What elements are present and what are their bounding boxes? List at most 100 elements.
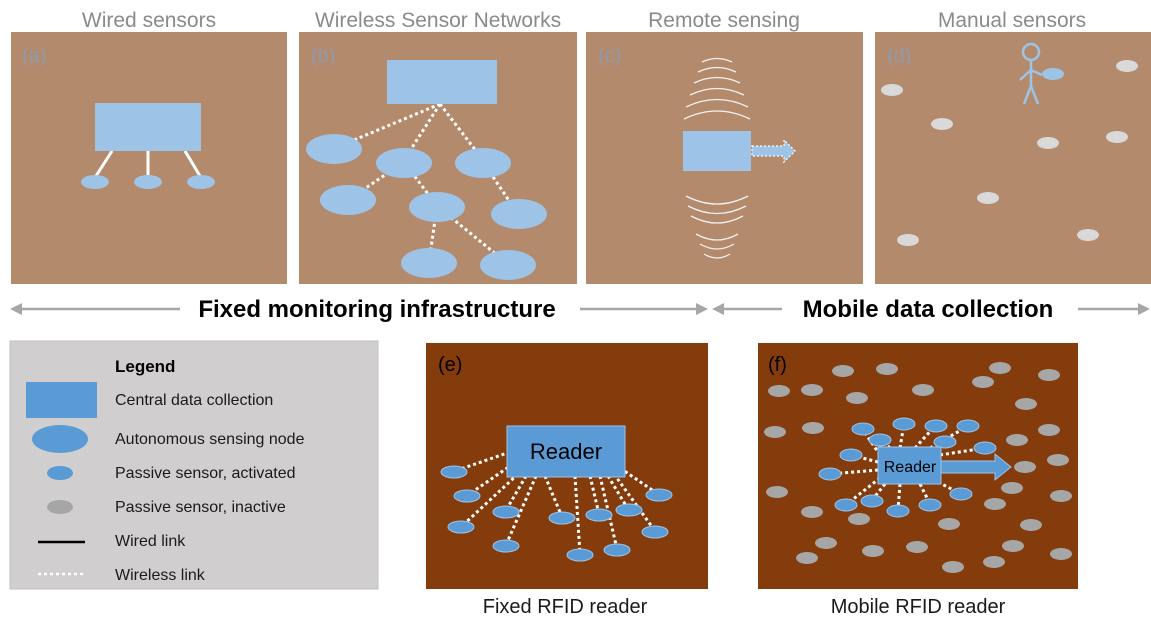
wireless-link xyxy=(937,480,962,496)
wireless-link xyxy=(543,475,564,518)
panel-f-caption: Mobile RFID reader xyxy=(831,596,1006,618)
panel-e-letter: (e) xyxy=(438,354,462,376)
autonomous-sensing-node xyxy=(306,134,362,164)
passive-sensor-activated xyxy=(933,435,957,449)
wireless-link xyxy=(896,483,902,511)
autonomous-sensing-node xyxy=(376,148,432,178)
passive-sensor-activated xyxy=(886,504,910,518)
reader-label: Reader xyxy=(530,439,602,464)
passive-sensor-inactive xyxy=(983,556,1005,568)
wired-link xyxy=(183,150,202,177)
passive-sensor-inactive xyxy=(1116,60,1138,72)
passive-sensor-inactive xyxy=(931,118,953,130)
panel-f: (f) xyxy=(758,343,1078,589)
passive-sensor-activated xyxy=(641,525,669,539)
movement-arrow xyxy=(939,452,1012,482)
passive-sensor-inactive xyxy=(897,234,919,246)
passive-sensor-inactive xyxy=(796,552,818,564)
passive-sensor-inactive xyxy=(848,513,870,525)
wireless-link xyxy=(606,475,630,510)
passive-sensor-activated xyxy=(81,175,109,189)
passive-sensor-activated xyxy=(492,539,520,553)
passive-sensor-inactive xyxy=(876,363,898,375)
passive-sensor-inactive xyxy=(846,392,868,404)
passive-sensor-inactive xyxy=(832,365,854,377)
passive-sensor-inactive xyxy=(1002,540,1024,552)
legend: Legend Central data collection Autonomou… xyxy=(9,340,379,590)
left-arrowhead xyxy=(712,303,724,315)
legend-swatch-central xyxy=(26,382,97,418)
panel-d-letter: (d) xyxy=(887,45,911,67)
passive-sensor-inactive xyxy=(1015,398,1037,410)
passive-sensor-activated xyxy=(585,508,613,522)
mobile-data-label: Mobile data collection xyxy=(803,296,1054,323)
signal-waves-top xyxy=(683,57,751,120)
wired-link xyxy=(94,150,114,177)
passive-sensor-activated xyxy=(440,465,468,479)
wireless-link xyxy=(504,475,538,546)
legend-swatch-activated xyxy=(47,466,73,480)
wireless-link xyxy=(481,161,520,215)
passive-sensor-activated xyxy=(447,520,475,534)
movement-arrow xyxy=(751,138,796,164)
passive-sensor-inactive xyxy=(1038,369,1060,381)
passive-sensor-activated xyxy=(566,548,594,562)
passive-sensor-activated xyxy=(868,433,892,447)
wireless-link xyxy=(573,475,582,555)
legend-label: Wireless link xyxy=(115,567,206,584)
passive-sensor-activated xyxy=(134,175,162,189)
reader-label: Reader xyxy=(884,459,937,476)
signal-waves-bottom xyxy=(685,195,749,259)
passive-sensor-activated xyxy=(973,441,997,455)
legend-label: Autonomous sensing node xyxy=(115,431,305,448)
passive-sensor-activated xyxy=(1042,68,1064,80)
panel-e-caption: Fixed RFID reader xyxy=(483,596,648,618)
passive-sensor-inactive xyxy=(989,362,1011,374)
panel-b-title: Wireless Sensor Networks xyxy=(315,9,561,32)
right-arrowhead xyxy=(1138,303,1150,315)
passive-sensor-activated xyxy=(949,487,973,501)
wireless-link xyxy=(460,472,520,528)
panel-b: (b) xyxy=(299,32,577,284)
mobile-collection-banner: Mobile data collection xyxy=(712,296,1150,323)
passive-sensor-inactive xyxy=(1006,434,1028,446)
passive-sensor-inactive xyxy=(972,376,994,388)
passive-sensor-inactive xyxy=(1077,229,1099,241)
passive-sensor-activated xyxy=(834,498,858,512)
panel-d-title: Manual sensors xyxy=(938,9,1086,32)
passive-sensor-inactive xyxy=(1037,137,1059,149)
passive-sensor-inactive xyxy=(1050,490,1072,502)
passive-sensor-inactive xyxy=(1038,424,1060,436)
passive-sensor-activated xyxy=(860,494,884,508)
autonomous-sensing-node xyxy=(480,250,536,280)
passive-sensor-activated xyxy=(956,419,980,433)
panel-c-letter: (c) xyxy=(598,45,621,67)
autonomous-sensing-node xyxy=(409,192,465,222)
central-data-collection xyxy=(387,60,497,104)
passive-sensor-activated xyxy=(892,417,916,431)
legend-label: Wired link xyxy=(115,533,186,550)
panel-d-background xyxy=(875,32,1151,284)
passive-sensor-inactive xyxy=(912,384,934,396)
panel-e: (e) Reader xyxy=(426,343,708,589)
passive-sensor-inactive xyxy=(768,385,790,397)
autonomous-sensing-node xyxy=(491,199,547,229)
legend-label: Passive sensor, activated xyxy=(115,465,296,482)
right-arrowhead xyxy=(696,303,708,315)
panel-c: (c) xyxy=(586,32,863,284)
passive-sensor-inactive xyxy=(1001,482,1023,494)
inactive-sensors xyxy=(764,362,1072,573)
central-data-collection xyxy=(683,131,751,171)
passive-sensor-activated xyxy=(839,448,863,462)
passive-sensor-inactive xyxy=(1047,454,1069,466)
passive-sensor-activated xyxy=(851,422,875,436)
wireless-link xyxy=(846,476,881,506)
passive-sensor-inactive xyxy=(801,384,823,396)
autonomous-sensing-node xyxy=(455,148,511,178)
passive-sensor-inactive xyxy=(984,498,1006,510)
wireless-link xyxy=(829,468,879,476)
autonomous-sensing-node xyxy=(401,248,457,278)
panel-a-title: Wired sensors xyxy=(82,9,216,32)
passive-sensor-inactive xyxy=(802,422,824,434)
